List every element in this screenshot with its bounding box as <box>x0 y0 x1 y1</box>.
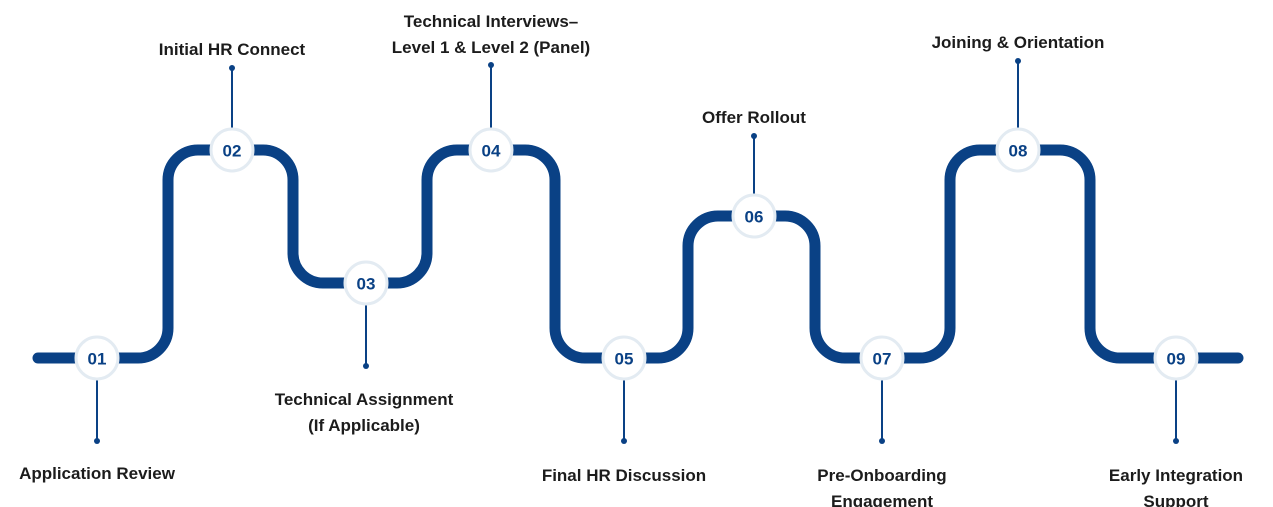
connector-dot <box>488 62 494 68</box>
step-label: Engagement <box>831 492 933 507</box>
step-node <box>859 335 905 381</box>
step-number: 06 <box>745 208 764 227</box>
step-number: 07 <box>873 350 892 369</box>
step-number: 09 <box>1167 350 1186 369</box>
step-label: Pre-Onboarding <box>817 466 946 485</box>
step-node <box>343 260 389 306</box>
step-04: 04 Technical Interviews– Level 1 & Level 2… <box>392 12 590 173</box>
step-02: 02 Initial HR Connect <box>159 40 306 173</box>
step-label: Technical Assignment <box>275 390 454 409</box>
step-label: Offer Rollout <box>702 108 806 127</box>
step-number: 04 <box>482 142 501 161</box>
step-label: Technical Interviews– <box>404 12 578 31</box>
connector-dot <box>363 363 369 369</box>
step-08: 08 Joining & Orientation <box>932 33 1105 173</box>
step-node <box>601 335 647 381</box>
step-node <box>209 127 255 173</box>
step-label: Final HR Discussion <box>542 466 706 485</box>
step-node <box>74 335 120 381</box>
connector-dot <box>94 438 100 444</box>
step-number: 02 <box>223 142 242 161</box>
step-node <box>995 127 1041 173</box>
connector-dot <box>229 65 235 71</box>
step-label: Early Integration <box>1109 466 1243 485</box>
connector-dot <box>621 438 627 444</box>
step-number: 05 <box>615 350 634 369</box>
step-number: 03 <box>357 275 376 294</box>
connector-dot <box>1015 58 1021 64</box>
step-node <box>468 127 514 173</box>
step-label: Initial HR Connect <box>159 40 306 59</box>
step-06: 06 Offer Rollout <box>702 108 806 239</box>
step-label: Level 1 & Level 2 (Panel) <box>392 38 590 57</box>
step-node <box>731 193 777 239</box>
step-label: Support <box>1143 492 1208 507</box>
step-number: 08 <box>1009 142 1028 161</box>
step-label: Joining & Orientation <box>932 33 1105 52</box>
step-label: (If Applicable) <box>308 416 420 435</box>
step-node <box>1153 335 1199 381</box>
connector-dot <box>879 438 885 444</box>
connector-dot <box>1173 438 1179 444</box>
process-path <box>32 144 1244 364</box>
connector-dot <box>751 133 757 139</box>
step-number: 01 <box>88 350 107 369</box>
step-label: Application Review <box>19 464 176 483</box>
